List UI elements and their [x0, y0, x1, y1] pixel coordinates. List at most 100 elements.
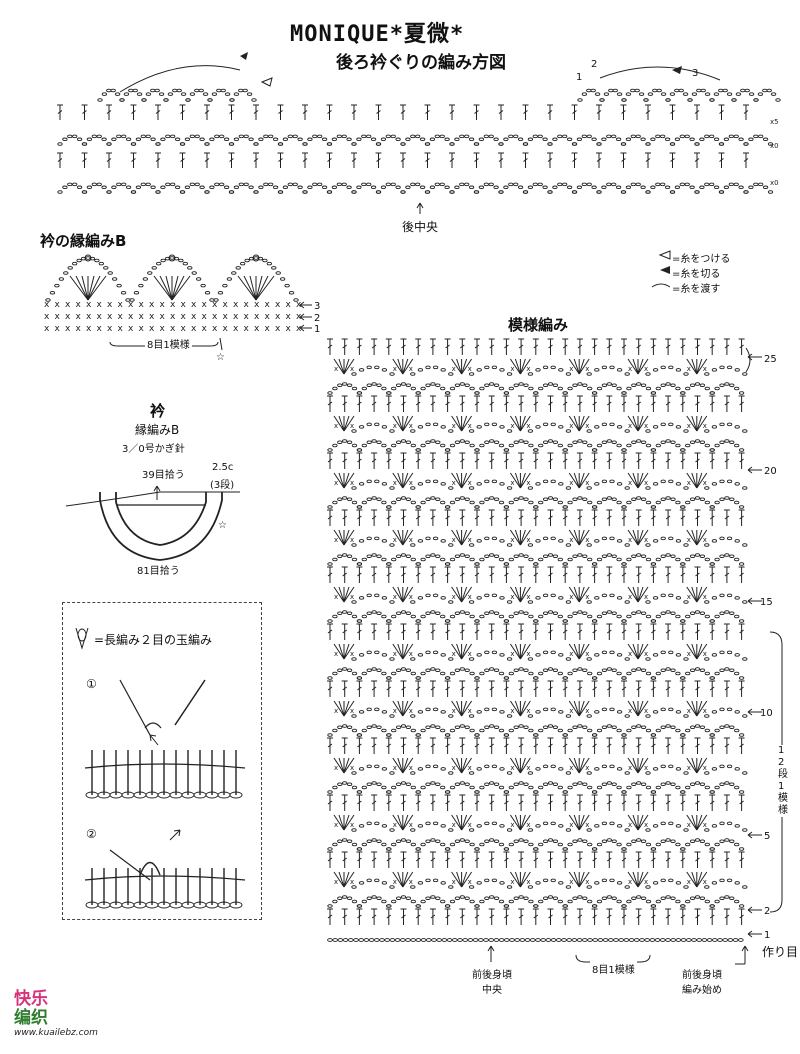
pattern-single-crochet: x — [334, 593, 338, 601]
pattern-fan-stitch — [343, 472, 355, 489]
chain-stitch — [669, 190, 676, 194]
chain-stitch — [634, 88, 640, 93]
foundation-chain-stitch — [353, 938, 359, 942]
chain-stitch — [734, 728, 740, 733]
chain-stitch — [704, 771, 710, 775]
page-subtitle: 後ろ衿ぐりの編み方図 — [336, 53, 506, 73]
pattern-double-crochet — [651, 743, 656, 748]
chain-stitch — [557, 728, 563, 733]
foundation-chain-stitch — [519, 938, 526, 942]
chain-stitch — [616, 728, 622, 733]
chain-stitch — [636, 439, 642, 443]
chain-stitch — [718, 142, 725, 146]
pattern-fan-stitch — [696, 871, 708, 888]
chain-stitch — [582, 668, 588, 672]
chain-stitch — [346, 782, 353, 786]
chain-stitch — [685, 557, 691, 562]
chain-stitch — [565, 372, 572, 376]
chain-stitch — [386, 904, 392, 908]
pattern-fan-stitch — [333, 700, 345, 717]
chain-stitch — [410, 614, 416, 619]
pattern-fan-stitch — [451, 700, 463, 717]
pattern-fan-stitch — [402, 586, 414, 603]
pattern-double-crochet — [415, 743, 421, 748]
chain-stitch — [558, 596, 564, 600]
chain-stitch — [489, 781, 495, 785]
chain-stitch — [704, 714, 710, 718]
chain-stitch — [626, 842, 632, 847]
chain-stitch — [689, 137, 695, 142]
chain-stitch — [346, 440, 353, 444]
chain-stitch — [381, 824, 388, 828]
chain-stitch — [704, 92, 711, 96]
chain-stitch — [665, 553, 671, 557]
chain-stitch — [499, 425, 505, 429]
pattern-fan-stitch — [573, 814, 580, 831]
chain-stitch — [527, 600, 534, 604]
pattern-double-crochet — [709, 572, 715, 577]
pattern-foundation-chain: 作り目 — [762, 945, 799, 959]
cut-yarn-marker — [240, 52, 248, 60]
chain-stitch — [440, 596, 446, 600]
chain-stitch — [601, 497, 608, 501]
chain-stitch — [699, 839, 706, 843]
chain-stitch — [444, 847, 451, 851]
chain-stitch — [389, 714, 395, 718]
chain-stitch — [665, 781, 671, 785]
neck-double-crochet — [106, 158, 112, 162]
chain-stitch — [621, 733, 627, 737]
chain-stitch — [538, 500, 544, 505]
chain-stitch — [699, 137, 705, 142]
chain-stitch — [503, 676, 510, 680]
collar-row-arrow — [299, 313, 305, 321]
pattern-double-crochet — [401, 572, 406, 577]
chain-stitch — [601, 821, 608, 826]
pattern-fan-stitch — [456, 814, 463, 831]
chain-stitch — [366, 896, 372, 900]
pattern-fan-stitch — [578, 871, 590, 888]
chain-stitch — [491, 593, 498, 598]
pattern-single-crochet: x — [644, 593, 648, 601]
chain-stitch — [577, 781, 583, 785]
chain-stitch — [582, 782, 588, 786]
chain-stitch — [484, 479, 490, 484]
chain-stitch — [601, 554, 608, 558]
chain-stitch — [506, 543, 513, 547]
pattern-double-crochet — [342, 914, 348, 919]
chain-stitch — [415, 562, 421, 566]
pattern-double-crochet — [562, 458, 568, 463]
pattern-single-crochet: x — [569, 878, 573, 886]
pattern-double-crochet — [401, 800, 406, 805]
chain-stitch — [518, 439, 524, 443]
chain-stitch — [660, 383, 666, 387]
chain-stitch — [594, 92, 601, 96]
neck-double-crochet — [474, 110, 479, 114]
chain-stitch — [631, 725, 637, 729]
chain-stitch — [410, 500, 416, 505]
pattern-single-crochet: x — [350, 422, 354, 430]
chain-stitch — [550, 536, 556, 541]
pattern-fan-stitch — [343, 643, 355, 660]
chain-stitch — [606, 610, 612, 614]
chain-stitch — [590, 88, 596, 93]
chain-stitch — [506, 429, 513, 433]
chain-stitch — [558, 539, 564, 543]
chain-stitch — [277, 190, 284, 194]
foundation-chain-stitch — [711, 938, 718, 942]
chain-stitch — [405, 896, 412, 900]
chain-stitch — [342, 724, 348, 728]
chain-stitch — [491, 707, 498, 712]
pattern-double-crochet — [709, 629, 715, 634]
chain-stitch — [645, 443, 652, 448]
chain-stitch — [724, 838, 730, 842]
chain-stitch — [429, 185, 436, 190]
pattern-fan-stitch — [461, 814, 468, 831]
chain-stitch — [726, 878, 733, 883]
pattern-double-crochet — [592, 857, 597, 862]
chain-stitch — [562, 134, 568, 139]
chain-stitch — [366, 611, 372, 615]
chain-stitch — [251, 98, 257, 102]
chain-stitch — [547, 439, 554, 443]
chain-stitch — [660, 725, 666, 729]
pattern-fan-stitch — [392, 358, 404, 375]
